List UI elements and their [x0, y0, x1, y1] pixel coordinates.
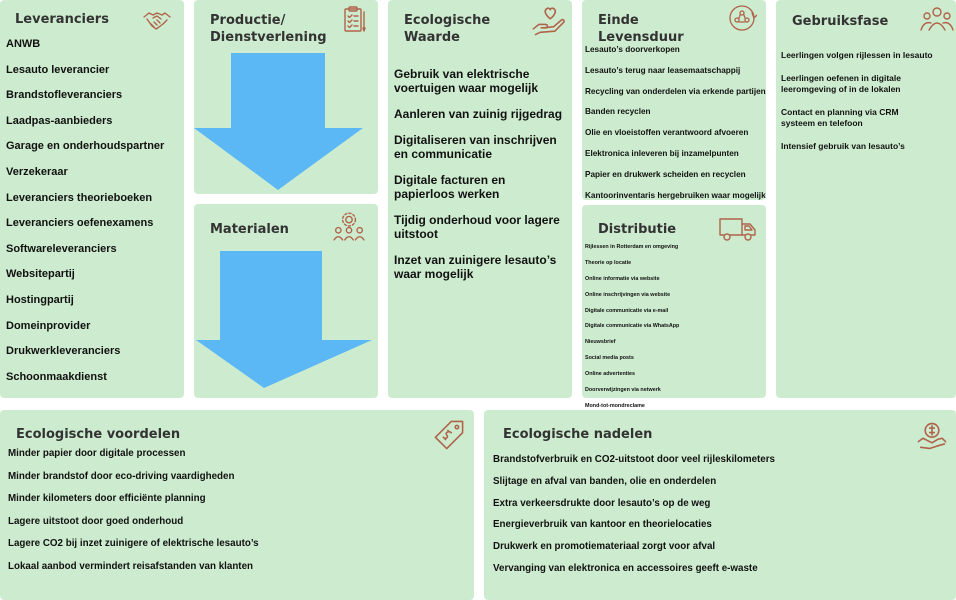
down-arrow-productie: [194, 53, 363, 190]
distributie-title: Distributie: [598, 222, 677, 237]
delivery-truck-icon: [718, 214, 758, 244]
ecologisch-voordeel-item: Lagere uitstoot door goed onderhoud: [8, 515, 184, 527]
hand-money-icon: [915, 419, 949, 453]
team-gear-icon: [333, 210, 365, 242]
leveranciers-title: Leveranciers: [15, 12, 109, 27]
ecologische-waarde-item: Digitaliseren van inschrijven en communi…: [394, 133, 557, 161]
ecologisch-voordeel-item: Minder brandstof door eco-driving vaardi…: [8, 470, 235, 482]
gebruiksfase-item: Intensief gebruik van lesauto’s: [781, 141, 905, 151]
clipboard-checklist-icon: [339, 4, 369, 34]
ecologische-waarde-list: Gebruik van elektrische voertuigen waar …: [394, 67, 569, 293]
hand-heart-icon: [531, 4, 565, 38]
people-group-icon: [920, 4, 954, 34]
ecologische-waarde-item: Gebruik van elektrische voertuigen waar …: [394, 67, 539, 95]
ecologische-waarde-title-line1: Ecologische: [404, 13, 491, 28]
handshake-icon: [142, 6, 172, 36]
distributie-panel: Distributie Rijlessen in Rotterdam en om…: [582, 205, 766, 409]
ecologische-waarde-title-line2: Waarde: [404, 30, 460, 45]
ecologisch-voordeel-item: Minder papier door digitale processen: [8, 448, 186, 459]
leverancier-item: Leveranciers oefenexamens: [6, 217, 154, 230]
distributie-item: Theorie op locatie: [585, 259, 632, 266]
ecologische-waarde-item: Digitale facturen en papierloos werken: [394, 173, 506, 201]
gebruiksfase-item: Leerlingen volgen rijlessen in lesauto: [781, 50, 933, 60]
ecologisch-nadeel-item: Brandstofverbruik en CO2-uitstoot door v…: [493, 454, 776, 465]
ecologisch-nadeel-item: Energieverbruik van kantoor en theorielo…: [493, 519, 712, 531]
price-tag-icon: [432, 418, 466, 452]
ecologisch-voordeel-item: Lagere CO2 bij inzet zuinigere of elektr…: [8, 538, 259, 550]
ecologische-waarde-item: Tijdig onderhoud voor lagere uitstoot: [394, 213, 560, 241]
distributie-item: Digitale communicatie via e-mail: [585, 307, 669, 314]
einde-levensduur-item: Recycling van onderdelen via erkende par…: [585, 86, 766, 96]
einde-levensduur-item: Lesauto’s terug naar leasemaatschappij: [585, 65, 741, 75]
distributie-item: Mond-tot-mondreclame: [585, 402, 645, 409]
materialen-panel: Materialen: [194, 204, 378, 398]
einde-levensduur-item: Lesauto’s doorverkopen: [585, 45, 680, 54]
gebruiksfase-item: Leerlingen oefenen in digitale leeromgev…: [781, 73, 901, 94]
ecologische-waarde-item: Inzet van zuinigere lesauto’s waar mogel…: [394, 253, 557, 281]
gebruiksfase-title: Gebruiksfase: [792, 14, 889, 29]
ecologische-voordelen-panel: Ecologische voordelen Minder papier door…: [0, 410, 474, 600]
ecologisch-nadeel-item: Vervanging van elektronica en accessoire…: [493, 562, 758, 574]
leverancier-item: Hostingpartij: [6, 293, 74, 306]
distributie-item: Rijlessen in Rotterdam en omgeving: [585, 244, 679, 250]
distributie-item: Online informatie via website: [585, 275, 660, 282]
distributie-item: Doorverwijzingen via netwerk: [585, 387, 661, 394]
ecologisch-nadeel-item: Drukwerk en promotiemateriaal zorgt voor…: [493, 541, 716, 553]
ecologische-nadelen-panel: Ecologische nadelen Brandstofverbruik en…: [484, 410, 956, 600]
leverancier-item: Domeinprovider: [6, 319, 91, 332]
einde-levensduur-item: Olie en vloeistoffen verantwoord afvoere…: [585, 128, 749, 138]
ecologische-voordelen-title: Ecologische voordelen: [16, 427, 181, 442]
recycle-people-icon: [727, 3, 758, 33]
ecologische-nadelen-title: Ecologische nadelen: [503, 427, 653, 442]
distributie-item: Online advertenties: [585, 371, 636, 378]
ecologisch-nadeel-item: Extra verkeersdrukte door lesauto’s op d…: [493, 497, 711, 509]
ecologische-waarde-panel: Ecologische Waarde Gebruik van elektrisc…: [388, 0, 572, 398]
productie-panel: Productie/ Dienstverlening: [194, 0, 378, 194]
einde-levensduur-item: Papier en drukwerk scheiden en recyclen: [585, 169, 746, 179]
distributie-item: Online inschrijvingen via website: [585, 291, 671, 298]
einde-levensduur-title-line2: Levensduur: [598, 30, 684, 45]
einde-levensduur-title: Einde Levensduur: [598, 12, 684, 46]
productie-title-line2: Dienstverlening: [210, 30, 327, 45]
leverancier-item: Softwareleveranciers: [6, 242, 117, 255]
leverancier-item: Websitepartij: [6, 268, 75, 281]
ecologische-waarde-item: Aanleren van zuinig rijgedrag: [394, 107, 563, 121]
einde-levensduur-item: Elektronica inleveren bij inzamelpunten: [585, 148, 739, 158]
ecologische-nadelen-list: Brandstofverbruik en CO2-uitstoot door v…: [493, 454, 775, 585]
leverancier-item: Laadpas-aanbieders: [6, 114, 113, 127]
ecologisch-nadeel-item: Slijtage en afval van banden, olie en on…: [493, 475, 717, 487]
leverancier-item: Lesauto leverancier: [6, 63, 110, 76]
leverancier-item: Garage en onderhoudspartner: [6, 140, 165, 153]
leverancier-item: Leveranciers theorieboeken: [6, 191, 153, 204]
distributie-item: Social media posts: [585, 355, 634, 362]
einde-levensduur-item: Banden recyclen: [585, 107, 651, 117]
ecologisch-voordeel-item: Lokaal aanbod vermindert reisafstanden v…: [8, 560, 253, 572]
productie-title: Productie/ Dienstverlening: [210, 12, 327, 46]
materialen-title: Materialen: [210, 222, 289, 237]
gebruiksfase-item: Contact en planning via CRM systeem en t…: [781, 107, 899, 128]
ecologisch-voordeel-item: Minder kilometers door efficiënte planni…: [8, 493, 206, 505]
ecologische-waarde-title: Ecologische Waarde: [404, 12, 490, 46]
leverancier-item: Brandstofleveranciers: [6, 89, 123, 102]
productie-title-line1: Productie/: [210, 13, 286, 28]
leverancier-item: Schoonmaakdienst: [6, 370, 107, 383]
distributie-item: Digitale communicatie via WhatsApp: [585, 323, 680, 330]
gebruiksfase-panel: Gebruiksfase Leerlingen volgen rijlessen…: [776, 0, 956, 398]
leverancier-item: ANWB: [6, 38, 41, 50]
leverancier-item: Verzekeraar: [6, 165, 68, 178]
einde-levensduur-item: Kantoorinventaris hergebruiken waar moge…: [585, 190, 766, 200]
distributie-item: Nieuwsbrief: [585, 339, 616, 346]
down-arrow-materialen: [196, 251, 372, 388]
einde-levensduur-title-line1: Einde: [598, 13, 639, 28]
leverancier-item: Drukwerkleveranciers: [6, 345, 121, 358]
